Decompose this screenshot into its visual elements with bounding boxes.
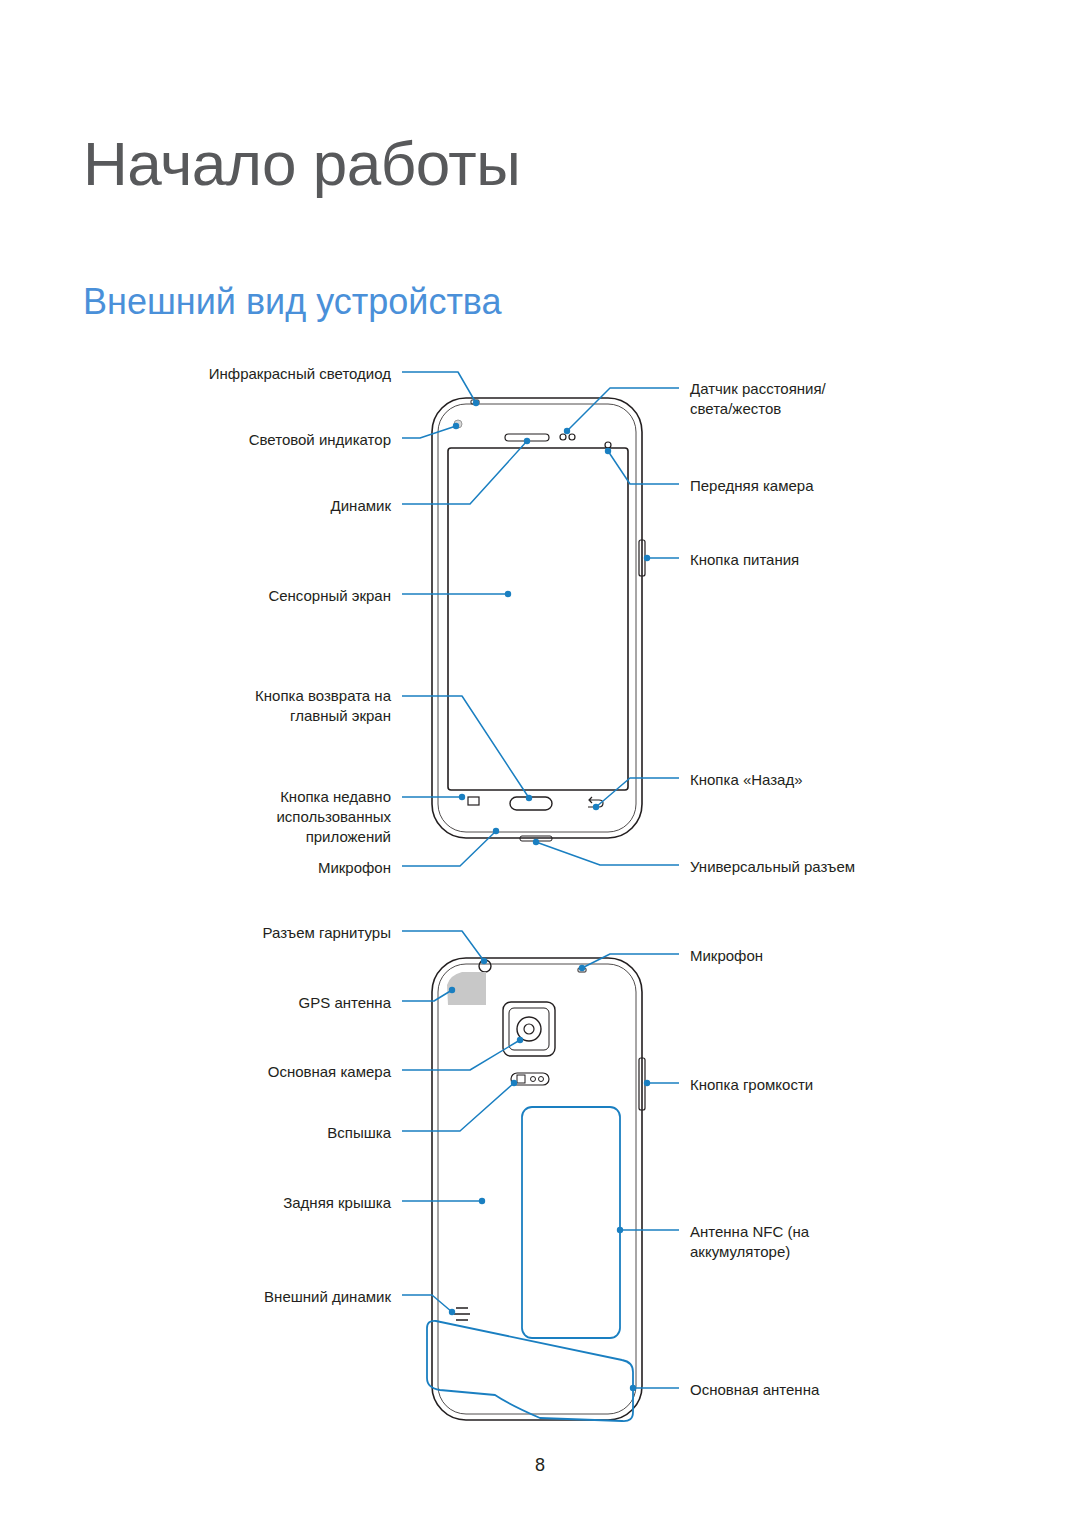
leader-line bbox=[402, 372, 476, 403]
leader-line bbox=[647, 1082, 679, 1084]
camera-housing bbox=[503, 1002, 555, 1056]
callout-label: Задняя крышка bbox=[191, 1193, 391, 1213]
leader-dot bbox=[644, 555, 650, 561]
loudspeaker bbox=[454, 1308, 470, 1320]
callout-label: Сенсорный экран bbox=[191, 586, 391, 606]
leader-dot bbox=[617, 1227, 623, 1233]
leader-line bbox=[620, 1229, 679, 1231]
leader-dot bbox=[481, 958, 487, 964]
callout-label: Передняя камера bbox=[690, 476, 840, 496]
callout-label: Световой индикатор bbox=[191, 430, 391, 450]
leader-dot bbox=[593, 804, 599, 810]
leader-dot bbox=[449, 1309, 455, 1315]
callout-label: Основная антенна bbox=[690, 1380, 840, 1400]
callout-label: Кнопка возврата на главный экран bbox=[249, 686, 391, 726]
leader-line bbox=[402, 931, 484, 961]
leader-dot bbox=[505, 591, 511, 597]
callout-label: GPS антенна bbox=[191, 993, 391, 1013]
callout-label: Микрофон bbox=[690, 946, 840, 966]
callout-label: Кнопка питания bbox=[690, 550, 840, 570]
leader-dot bbox=[630, 1385, 636, 1391]
leader-line bbox=[402, 796, 462, 798]
leader-dot bbox=[524, 438, 530, 444]
callout-label: Основная камера bbox=[191, 1062, 391, 1082]
leader-dot bbox=[579, 965, 585, 971]
leader-line bbox=[608, 451, 679, 484]
leader-dot bbox=[479, 1198, 485, 1204]
callout-label: Антенна NFC (на аккумуляторе) bbox=[690, 1222, 816, 1262]
callout-label: Вспышка bbox=[191, 1123, 391, 1143]
sensor bbox=[531, 1077, 536, 1082]
callout-label: Инфракрасный светодиод bbox=[191, 364, 391, 384]
sensor bbox=[569, 434, 575, 440]
page-number: 8 bbox=[520, 1455, 560, 1476]
leader-line bbox=[402, 426, 456, 438]
phone-front-bezel bbox=[438, 404, 636, 832]
flash bbox=[517, 1075, 525, 1083]
leader-dot bbox=[533, 839, 539, 845]
leader-dot bbox=[473, 400, 479, 406]
callout-label: Микрофон bbox=[191, 858, 391, 878]
leader-dot bbox=[526, 795, 532, 801]
leader-dot bbox=[605, 448, 611, 454]
sensor bbox=[539, 1077, 544, 1082]
leader-dot bbox=[453, 423, 459, 429]
leader-line bbox=[402, 831, 496, 866]
leader-line bbox=[402, 1200, 482, 1202]
page-title: Начало работы bbox=[83, 128, 520, 200]
callout-label: Динамик bbox=[191, 496, 391, 516]
leader-line bbox=[402, 441, 527, 504]
phone-back-outline bbox=[432, 958, 642, 1420]
leader-dot bbox=[517, 1037, 523, 1043]
leader-line bbox=[402, 1083, 514, 1131]
camera-lens-inner bbox=[524, 1024, 534, 1034]
leader-dot bbox=[493, 828, 499, 834]
callout-label: Кнопка громкости bbox=[690, 1075, 840, 1095]
callout-label: Разъем гарнитуры bbox=[191, 923, 391, 943]
callout-label: Кнопка «Назад» bbox=[690, 770, 840, 790]
gps-antenna bbox=[447, 972, 486, 1005]
leader-line bbox=[582, 954, 679, 968]
leader-line bbox=[402, 1040, 520, 1070]
front-camera bbox=[605, 442, 611, 448]
leader-dot bbox=[564, 428, 570, 434]
leader-dot bbox=[511, 1080, 517, 1086]
leader-line bbox=[633, 1387, 679, 1389]
leader-line bbox=[596, 778, 679, 807]
recent-apps-icon bbox=[468, 797, 479, 805]
leader-line bbox=[402, 990, 452, 1001]
leader-line bbox=[402, 696, 529, 798]
sensor bbox=[560, 434, 566, 440]
leader-line bbox=[647, 557, 679, 559]
section-heading: Внешний вид устройства bbox=[83, 280, 502, 324]
leader-dot bbox=[449, 987, 455, 993]
main-antenna bbox=[427, 1321, 633, 1421]
callout-label: Универсальный разъем bbox=[690, 857, 890, 877]
callout-label: Кнопка недавно использованных приложений bbox=[265, 787, 391, 847]
nfc-antenna bbox=[522, 1107, 620, 1338]
callout-label: Датчик расстояния/ света/жестов bbox=[690, 379, 840, 419]
leader-line bbox=[567, 388, 679, 431]
leader-line bbox=[402, 1295, 452, 1312]
leader-dot bbox=[459, 794, 465, 800]
leader-line bbox=[536, 842, 679, 865]
callout-label: Внешний динамик bbox=[191, 1287, 391, 1307]
leader-dot bbox=[644, 1080, 650, 1086]
leader-line bbox=[402, 593, 508, 595]
phone-back-bezel bbox=[438, 964, 636, 1414]
phone-front-outline bbox=[432, 398, 642, 838]
